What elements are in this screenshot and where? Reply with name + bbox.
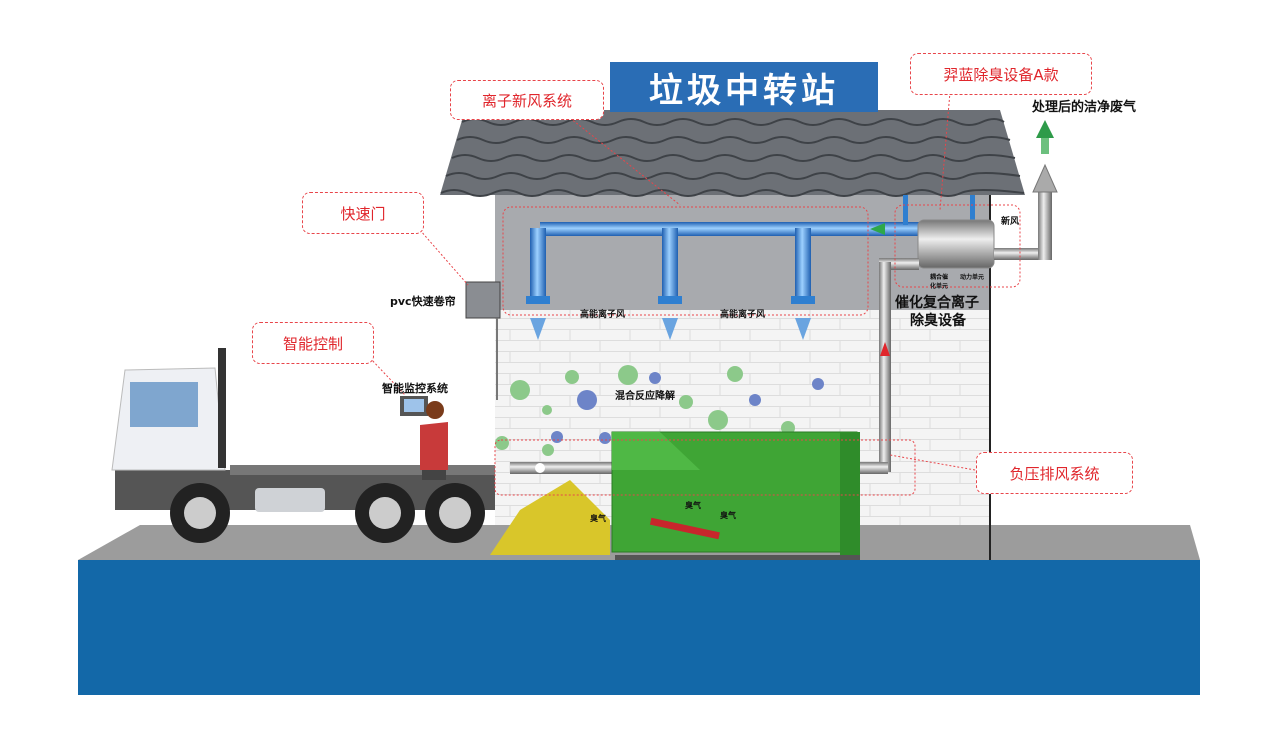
ion-air-ducts [526,195,975,304]
power-unit-label: 动力单元 [960,274,985,281]
odor-label-1: 臭气 [590,514,606,523]
callout-deodorizer-a: 羿蓝除臭设备A款 [910,53,1092,95]
ion-wind-label-1: 高能离子风 [580,310,626,320]
fresh-air-label: 新风 [1001,217,1020,227]
page-title: 垃圾中转站 [610,62,878,112]
roller-door-box [465,281,501,319]
callout-ion-fresh-air: 离子新风系统 [450,80,604,120]
ground-base [78,560,1200,695]
odor-label-3: 臭气 [720,511,736,520]
monitor-label: 智能监控系统 [382,382,448,395]
ion-bubbles [495,365,824,456]
deodorizer-unit [917,219,995,269]
callout-fast-door: 快速门 [302,192,424,234]
device-name-line1: 催化复合离子 [895,295,979,311]
callout-smart-control: 智能控制 [252,322,374,364]
coupling-unit-label: 耦合催化单元 [930,274,949,290]
roof [440,110,1025,197]
callout-negative-pressure: 负压排风系统 [976,452,1133,494]
ion-wind-label-2: 高能离子风 [720,310,766,320]
mix-react-label: 混合反应降解 [615,391,675,402]
clean-exhaust-label: 处理后的洁净废气 [1032,100,1137,115]
operator-figure [400,396,448,480]
odor-label-2: 臭气 [685,501,701,510]
waste-compactor [490,431,860,560]
device-name-line2: 除臭设备 [910,313,966,329]
pvc-door-label: pvc快速卷帘 [390,295,456,308]
